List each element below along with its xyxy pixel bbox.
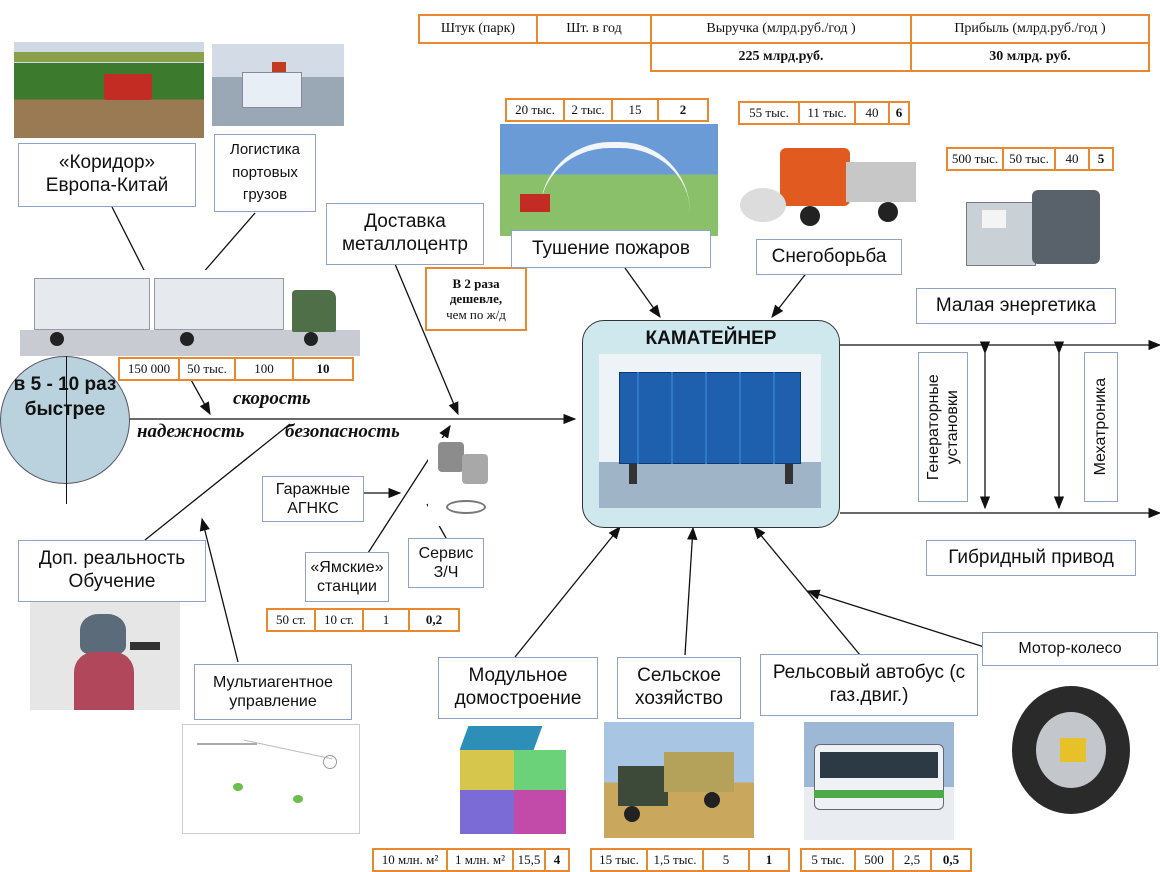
motor-wheel-photo (1000, 676, 1160, 824)
spine-safety-label: безопасность (285, 421, 400, 442)
corridor-label: «Коридор» Европа-Китай (18, 143, 196, 207)
stat-cell: 500 (854, 848, 894, 872)
stat-cell: 40 (854, 101, 890, 125)
snowplow-truck-photo (728, 128, 928, 240)
cheaper-note: В 2 раза дешевле, чем по ж/д (425, 267, 527, 331)
stat-cell: 100 (234, 357, 294, 381)
stat-cell: 10 млн. м² (372, 848, 448, 872)
gen-units-label: Генераторные установки (918, 352, 968, 502)
mechatronics-label: Мехатроника (1084, 352, 1118, 502)
energy-stats-row: 500 тыс. 50 тыс. 40 5 (946, 147, 1114, 171)
stat-cell: 1 (748, 848, 790, 872)
container-photo (599, 354, 821, 508)
generator-photo (952, 176, 1112, 286)
header-units-park: Штук (парк) (418, 14, 538, 44)
stat-cell: 0,2 (408, 608, 460, 632)
speed-circle-text: в 5 - 10 раз быстрее (13, 374, 117, 421)
circle-axis (66, 356, 68, 504)
stat-cell: 2 тыс. (563, 98, 613, 122)
profit-value: 30 млрд. руб. (910, 42, 1150, 72)
header-units-year: Шт. в год (536, 14, 652, 44)
small-energy-label: Малая энергетика (916, 288, 1116, 324)
header-profit: Прибыль (млрд.руб./год ) (910, 14, 1150, 44)
truck-trailer-photo (20, 270, 360, 356)
agri-stats-row: 15 тыс. 1,5 тыс. 5 1 (590, 848, 790, 872)
modular-housing-label: Модульное домостроение (438, 657, 598, 719)
stat-cell: 50 тыс. (1002, 147, 1056, 171)
stat-cell: 0,5 (930, 848, 972, 872)
stat-cell: 4 (544, 848, 570, 872)
railbus-photo (804, 722, 954, 840)
stat-cell: 5 (702, 848, 750, 872)
firefighting-photo (500, 124, 718, 236)
truck-stats-row: 150 000 50 тыс. 100 10 (118, 357, 354, 381)
stat-cell: 150 000 (118, 357, 180, 381)
stat-cell: 15,5 (512, 848, 546, 872)
service-label: Сервис З/Ч (408, 538, 484, 588)
stat-cell: 5 тыс. (800, 848, 856, 872)
stat-cell: 10 ст. (314, 608, 364, 632)
logistics-label: Логистика портовых грузов (214, 134, 316, 212)
header-revenue: Выручка (млрд.руб./год ) (650, 14, 912, 44)
spine-reliability-label: надежность (137, 421, 245, 442)
spine-speed-label: скорость (233, 388, 311, 409)
speed-circle (0, 356, 130, 484)
stat-cell: 40 (1054, 147, 1090, 171)
corridor-road-photo (14, 42, 204, 138)
snow-label: Снегоборьба (756, 239, 902, 275)
multiagent-label: Мультиагентное управление (194, 664, 352, 720)
fire-stats-row: 20 тыс. 2 тыс. 15 2 (505, 98, 709, 122)
garage-label: Гаражные АГНКС (262, 476, 364, 522)
multiagent-diagram-photo (182, 724, 360, 834)
stat-cell: 6 (888, 101, 910, 125)
metal-delivery-label: Доставка металлоцентр (326, 203, 484, 265)
snow-stats-row: 55 тыс. 11 тыс. 40 6 (738, 101, 910, 125)
railbus-stats-row: 5 тыс. 500 2,5 0,5 (800, 848, 972, 872)
stat-cell: 500 тыс. (946, 147, 1004, 171)
hybrid-drive-label: Гибридный привод (926, 540, 1136, 576)
modular-stats-row: 10 млн. м² 1 млн. м² 15,5 4 (372, 848, 570, 872)
revenue-value: 225 млрд.руб. (650, 42, 912, 72)
stat-cell: 2 (657, 98, 709, 122)
stat-cell: 2,5 (892, 848, 932, 872)
firefighting-label: Тушение пожаров (511, 230, 711, 268)
stat-cell: 1 млн. м² (446, 848, 514, 872)
stat-cell: 1 (362, 608, 410, 632)
stat-cell: 20 тыс. (505, 98, 565, 122)
stat-cell: 10 (292, 357, 354, 381)
port-logistics-photo (212, 44, 344, 126)
agriculture-truck-photo (604, 722, 754, 838)
stat-cell: 55 тыс. (738, 101, 800, 125)
stat-cell: 5 (1088, 147, 1114, 171)
stat-cell: 15 тыс. (590, 848, 648, 872)
stat-cell: 11 тыс. (798, 101, 856, 125)
spare-parts-photo (428, 438, 498, 526)
yamskie-stats-row: 50 ст. 10 ст. 1 0,2 (266, 608, 460, 632)
motor-wheel-label: Мотор-колесо (982, 632, 1158, 666)
stat-cell: 1,5 тыс. (646, 848, 704, 872)
modular-house-photo (440, 722, 580, 840)
vr-training-label: Доп. реальность Обучение (18, 540, 206, 602)
stat-cell: 15 (611, 98, 659, 122)
vr-headset-photo (30, 602, 180, 710)
railbus-label: Рельсовый автобус (с газ.двиг.) (760, 654, 978, 716)
agriculture-label: Сельское хозяйство (617, 657, 741, 719)
yamskie-label: «Ямские» станции (305, 552, 389, 602)
stat-cell: 50 ст. (266, 608, 316, 632)
kamatainer-title: КАМАТЕЙНЕР (645, 328, 777, 349)
stat-cell: 50 тыс. (178, 357, 236, 381)
